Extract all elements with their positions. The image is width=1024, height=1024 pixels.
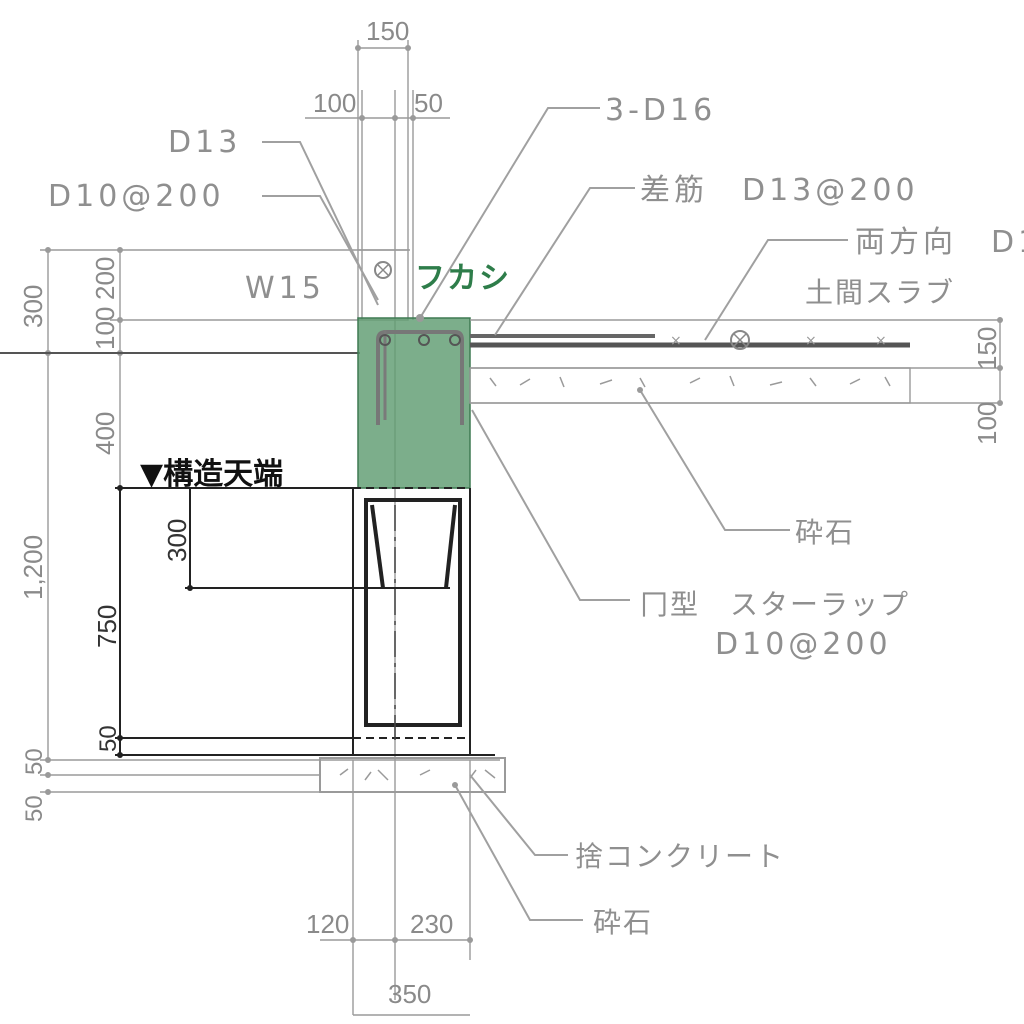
dim-bottom-350: 350 (388, 979, 431, 1009)
dim-top-150: 150 (366, 16, 409, 46)
dim-left-300: 300 (18, 285, 48, 328)
dim-top-50: 50 (414, 88, 443, 118)
label-structure-top: ▼構造天端 (140, 457, 283, 492)
stem-upper-outline (357, 249, 409, 321)
label-sute-concrete: 捨コンクリート (575, 840, 785, 873)
footing-body (352, 487, 471, 755)
svg-text:×: × (670, 333, 682, 349)
label-sashikin: 差筋 D13@200 (640, 173, 919, 208)
label-w15: W15 (245, 271, 325, 306)
dim-left-50-b: 50 (21, 795, 48, 822)
upper-stirrup (376, 330, 464, 425)
dim-inner-50: 50 (95, 725, 122, 752)
dim-bottom-120: 120 (306, 909, 349, 939)
dim-left-50-a: 50 (21, 748, 48, 775)
label-saiseki-1: 砕石 (795, 516, 855, 549)
label-doma-slab: 土間スラブ (805, 276, 955, 309)
leader-lines (262, 107, 848, 921)
dim-left-1200: 1,200 (18, 535, 48, 600)
dim-right-150: 150 (972, 327, 1002, 370)
label-saiseki-2: 砕石 (593, 906, 653, 939)
bottom-dimension-lines (320, 760, 473, 1016)
label-d13: D13 (168, 125, 241, 160)
dim-left-400: 400 (90, 412, 120, 455)
dim-inner-300: 300 (162, 519, 192, 562)
label-ryohoko: 両方向 D1 (855, 225, 1024, 260)
fukashi-area (357, 317, 471, 489)
dim-left-100: 100 (90, 307, 120, 350)
dim-right-100: 100 (972, 402, 1002, 445)
label-stirrup-1: 冂型 スターラップ (640, 588, 910, 621)
doma-slab: × × × (469, 319, 1000, 404)
dim-bottom-230: 230 (410, 909, 453, 939)
label-fukashi: フカシ (415, 261, 511, 296)
svg-text:×: × (805, 333, 817, 349)
dim-top-100: 100 (313, 88, 356, 118)
top-dimension-lines (305, 40, 450, 1000)
label-d10-200: D10@200 (48, 179, 225, 214)
left-dimension-lines (40, 247, 500, 795)
label-stirrup-2: D10@200 (715, 627, 892, 662)
right-dimension-lines (997, 317, 1003, 406)
dim-inner-750: 750 (92, 605, 122, 648)
svg-text:×: × (875, 333, 887, 349)
rebar-d13-circle (374, 261, 392, 279)
inner-dimension-lines (115, 485, 495, 758)
leveling-concrete (319, 757, 506, 793)
label-3-d16: 3-D16 (605, 93, 716, 128)
dim-left-200: 200 (90, 257, 120, 300)
